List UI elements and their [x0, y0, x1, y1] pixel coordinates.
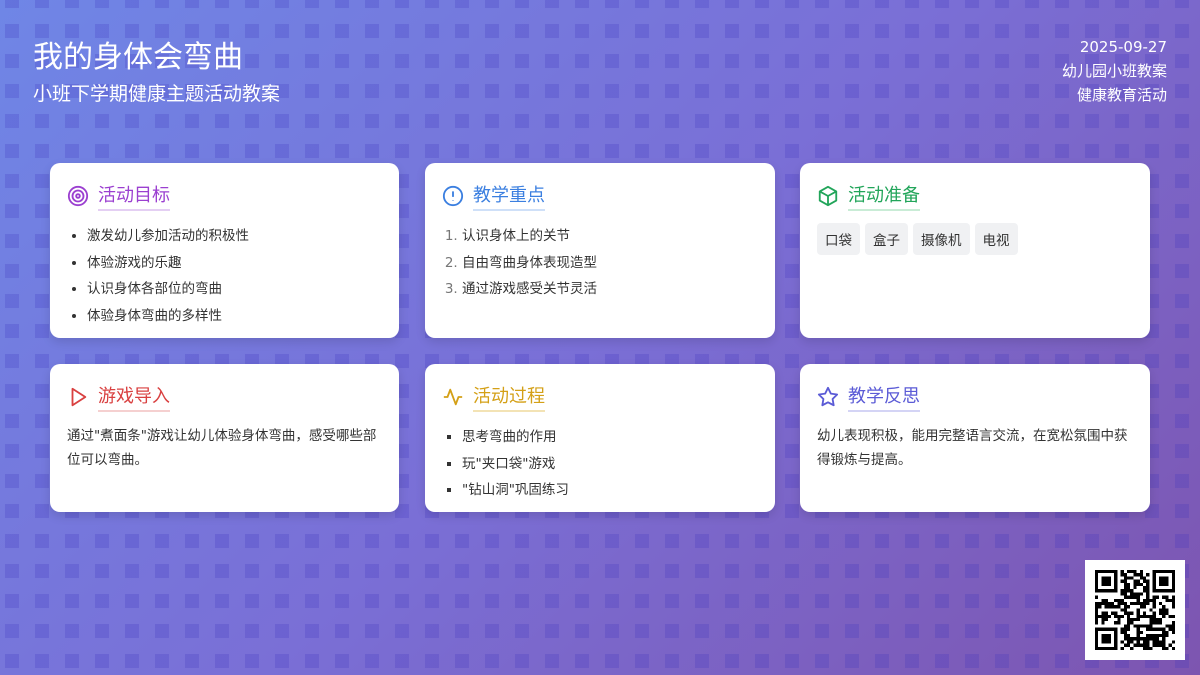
- list-item: 体验游戏的乐趣: [87, 250, 382, 277]
- activity-icon: [443, 388, 463, 406]
- material-tag: 口袋: [817, 223, 860, 255]
- card-goals: 活动目标 激发幼儿参加活动的积极性 体验游戏的乐趣 认识身体各部位的弯曲 体验身…: [50, 163, 399, 338]
- card-title: 教学反思: [848, 382, 920, 412]
- meta-info: 2025-09-27 幼儿园小班教案 健康教育活动: [1062, 35, 1167, 107]
- list-item: 认识身体上的关节: [462, 223, 758, 250]
- card-focus: 教学重点 认识身体上的关节 自由弯曲身体表现造型 通过游戏感受关节灵活: [425, 163, 775, 338]
- card-intro: 游戏导入 通过"煮面条"游戏让幼儿体验身体弯曲，感受哪些部位可以弯曲。: [50, 364, 399, 512]
- category: 幼儿园小班教案: [1061, 62, 1167, 80]
- list-item: 思考弯曲的作用: [462, 424, 758, 451]
- page-title: 我的身体会弯曲: [33, 40, 243, 75]
- list-item: 体验身体弯曲的多样性: [87, 303, 382, 330]
- list-item: 认识身体各部位的弯曲: [87, 276, 382, 303]
- box-icon: [818, 185, 838, 207]
- card-process: 活动过程 思考弯曲的作用 玩"夹口袋"游戏 "钻山洞"巩固练习: [425, 364, 775, 512]
- card-prep: 活动准备 口袋 盒子 摄像机 电视: [800, 163, 1150, 338]
- material-tag: 盒子: [865, 223, 908, 255]
- list-item: 玩"夹口袋"游戏: [462, 451, 758, 478]
- card-text: 通过"煮面条"游戏让幼儿体验身体弯曲，感受哪些部位可以弯曲。: [67, 428, 377, 468]
- list-item: 自由弯曲身体表现造型: [462, 250, 758, 277]
- card-title: 活动目标: [98, 181, 170, 211]
- qr-code-image: [1095, 570, 1175, 650]
- card-text: 幼儿表现积极，能用完整语言交流，在宽松氛围中获得锻炼与提高。: [817, 428, 1128, 468]
- date: 2025-09-27: [1079, 38, 1167, 56]
- play-icon: [71, 387, 87, 407]
- card-reflection: 教学反思 幼儿表现积极，能用完整语言交流，在宽松氛围中获得锻炼与提高。: [800, 364, 1150, 512]
- list-item: 激发幼儿参加活动的积极性: [87, 223, 382, 250]
- activity-type: 健康教育活动: [1076, 86, 1167, 104]
- card-title: 游戏导入: [98, 382, 170, 412]
- card-title: 活动准备: [848, 181, 920, 211]
- card-title: 教学重点: [473, 181, 545, 211]
- page-subtitle: 小班下学期健康主题活动教案: [33, 83, 281, 105]
- target-icon: [67, 185, 89, 207]
- star-icon: [817, 386, 839, 407]
- alert-circle-icon: [442, 185, 464, 207]
- list-item: 通过游戏感受关节灵活: [462, 276, 758, 303]
- qr-code: [1085, 560, 1185, 660]
- list-item: "钻山洞"巩固练习: [462, 477, 758, 504]
- material-tag: 摄像机: [913, 223, 970, 255]
- card-title: 活动过程: [473, 382, 545, 412]
- material-tag: 电视: [974, 223, 1018, 255]
